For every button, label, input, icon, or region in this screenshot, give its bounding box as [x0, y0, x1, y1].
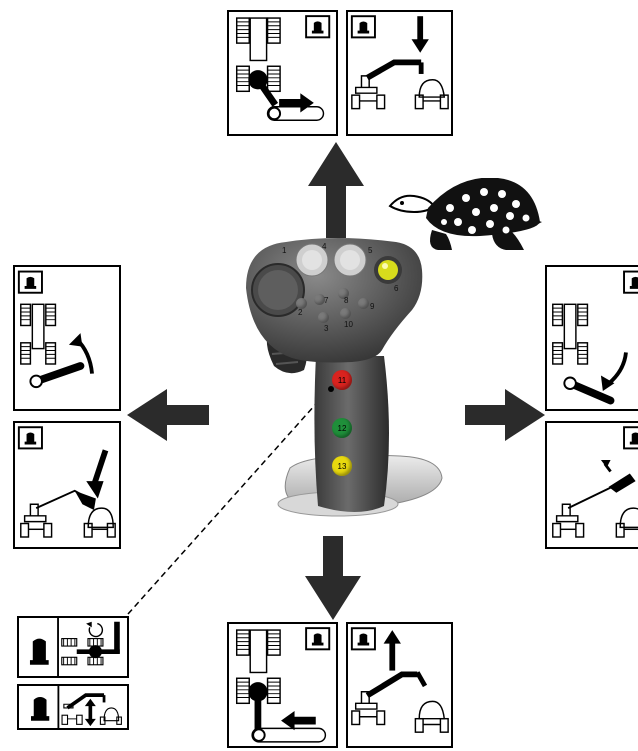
- panel-right-bottom: [545, 421, 638, 549]
- panel-bottom-right: [346, 622, 453, 748]
- steer-left-icon: [229, 624, 336, 746]
- arrow-right-icon: [465, 389, 545, 441]
- bucket-tilt-up-icon: [547, 423, 638, 547]
- label-4: 4: [322, 242, 326, 251]
- steer-left-lift-icon: [15, 267, 119, 409]
- label-6: 6: [394, 284, 398, 293]
- joystick: 1 2 3 4 5 6 7 8 9 10 11 12 13: [240, 236, 450, 526]
- steer-right-lift-icon: [547, 267, 638, 409]
- boom-float-icon: [19, 686, 127, 728]
- panel-bottom-left: [227, 622, 338, 748]
- leader-dot: [328, 386, 334, 392]
- label-9: 9: [370, 302, 374, 311]
- rotate-travel-icon: [19, 618, 127, 676]
- arrow-up-icon: [308, 142, 364, 238]
- label-5: 5: [368, 246, 372, 255]
- button-10[interactable]: [340, 308, 351, 319]
- label-8: 8: [344, 296, 348, 305]
- button-13[interactable]: 13: [332, 456, 352, 476]
- button-12[interactable]: 12: [332, 418, 352, 438]
- panel-top-left: [227, 10, 338, 136]
- panel-small-top: [17, 616, 129, 678]
- button-9[interactable]: [358, 298, 369, 309]
- label-3: 3: [324, 324, 328, 333]
- panel-small-bottom: [17, 684, 129, 730]
- steer-right-icon: [229, 12, 336, 134]
- panel-top-right: [346, 10, 453, 136]
- button-11[interactable]: 11: [332, 370, 352, 390]
- panel-left-bottom: [13, 421, 121, 549]
- bucket-tilt-down-icon: [15, 423, 119, 547]
- button-3[interactable]: [318, 312, 329, 323]
- panel-right-top: [545, 265, 638, 411]
- label-7: 7: [324, 296, 328, 305]
- button-12-label: 12: [338, 424, 347, 433]
- label-2: 2: [298, 308, 302, 317]
- boom-lower-icon: [348, 12, 451, 134]
- button-11-label: 11: [338, 376, 346, 385]
- label-1: 1: [282, 246, 286, 255]
- label-10: 10: [344, 320, 353, 329]
- panel-left-top: [13, 265, 121, 411]
- boom-raise-icon: [348, 624, 451, 746]
- button-13-label: 13: [338, 462, 347, 471]
